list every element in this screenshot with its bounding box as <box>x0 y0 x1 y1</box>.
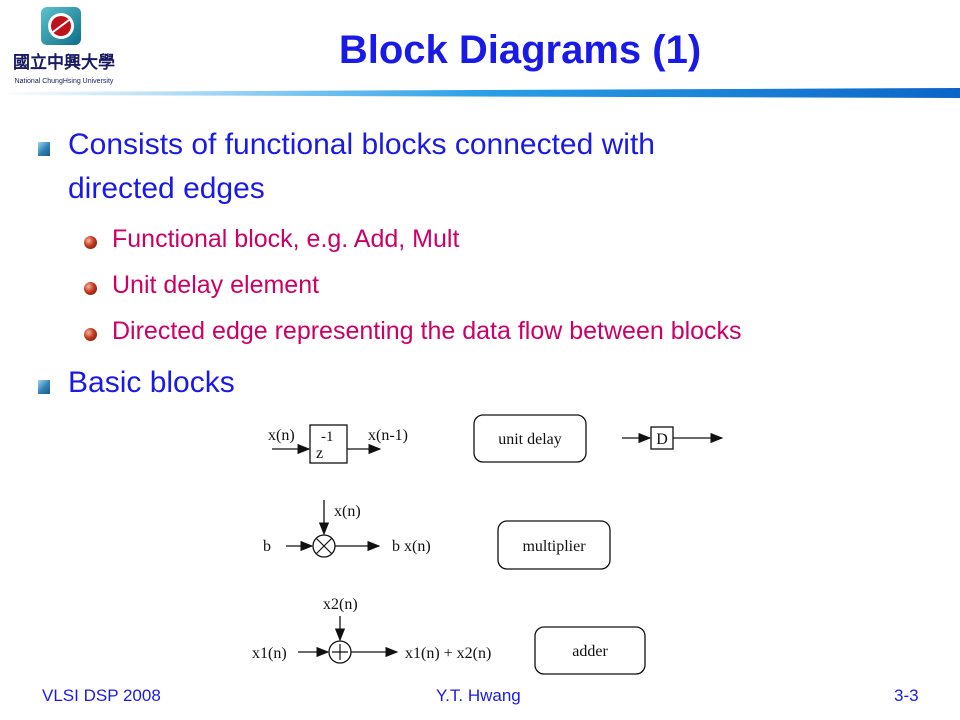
delay-caption: unit delay <box>498 431 562 448</box>
delay-block <box>309 424 348 464</box>
mult-caption-box <box>497 520 611 570</box>
adder-output-label: x1(n) + x2(n) <box>405 645 491 662</box>
bullet-ball-icon <box>84 328 97 341</box>
bullet-square-icon <box>38 380 50 394</box>
adder-input-label: x1(n) <box>252 645 287 662</box>
sub-bullet-text: Directed edge representing the data flow… <box>112 317 742 345</box>
adder-top-label: x2(n) <box>323 596 358 613</box>
mult-top-label: x(n) <box>334 503 361 520</box>
sub-bullet-text: Unit delay element <box>112 271 320 299</box>
delay-short-label: D <box>656 431 668 448</box>
mult-caption: multiplier <box>522 538 586 555</box>
slide-title: Block Diagrams (1) <box>338 28 702 72</box>
footer-center: Y.T. Hwang <box>436 686 521 705</box>
mult-input-label: b <box>263 538 271 555</box>
adder-plus <box>332 644 348 660</box>
bullet-ball-icon <box>84 236 97 249</box>
bullet-text-line2: directed edges <box>68 172 265 205</box>
adder-caption-box <box>534 626 646 675</box>
footer-right: 3-3 <box>894 686 919 705</box>
multiplier-cross <box>316 538 332 554</box>
delay-input-label: x(n) <box>268 427 295 444</box>
bullet-ball-icon <box>84 282 97 295</box>
bullet-text-line1: Consists of functional blocks connected … <box>68 128 655 161</box>
delay-symbol-base: z <box>316 445 323 462</box>
footer-left: VLSI DSP 2008 <box>42 686 161 705</box>
bullet-text: Basic blocks <box>68 366 235 399</box>
bullet-square-icon <box>38 142 50 156</box>
delay-output-label: x(n-1) <box>368 427 408 444</box>
logo-text: 國立中興大學 <box>13 52 115 73</box>
mult-output-label: b x(n) <box>392 538 431 555</box>
delay-symbol-exponent: -1 <box>321 429 334 445</box>
adder-caption: adder <box>572 643 608 660</box>
header-rule <box>0 88 960 98</box>
university-logo: 國立中興大學 National ChungHsing University <box>13 7 115 85</box>
sub-bullet-text: Functional block, e.g. Add, Mult <box>112 225 460 253</box>
delay-caption-box <box>473 414 587 463</box>
logo-subtext: National ChungHsing University <box>15 78 114 85</box>
